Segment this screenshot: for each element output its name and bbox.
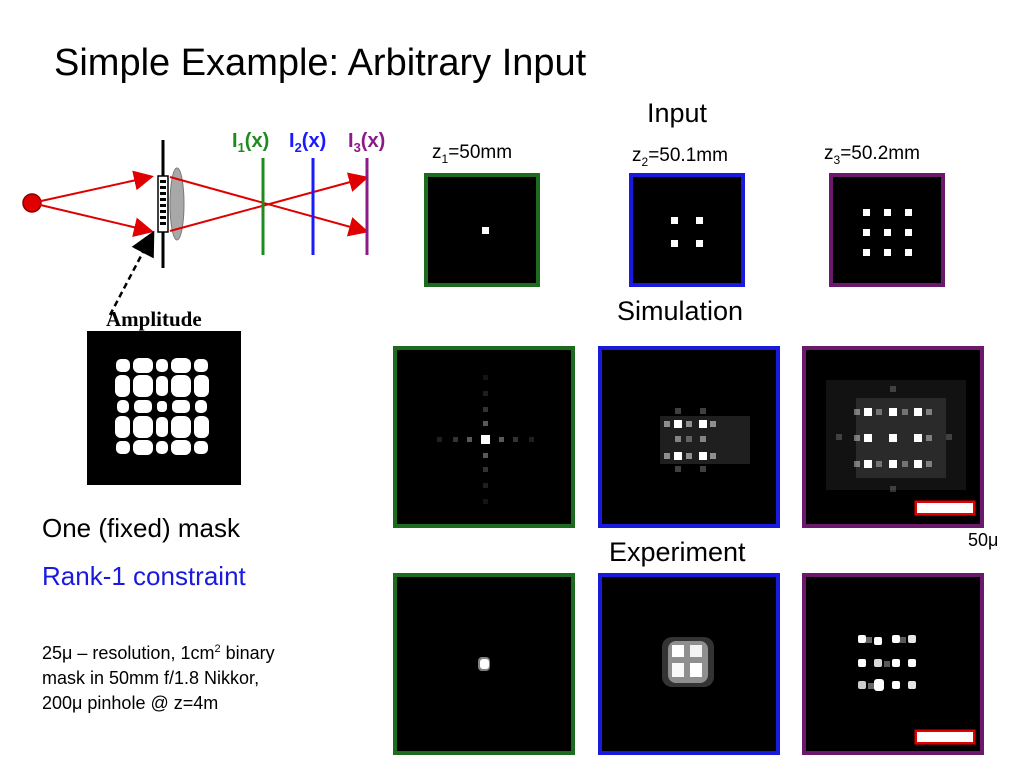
experiment-panel-z3: [802, 573, 984, 755]
ray-lower-in: [31, 202, 154, 238]
fixed-mask-text: One (fixed) mask: [42, 513, 240, 543]
slide-title: Simple Example: Arbitrary Input: [54, 42, 587, 84]
simulation-panel-z1: [393, 346, 575, 528]
label-i3: I3(x): [348, 130, 386, 155]
amplitude-mask-svg: [115, 358, 209, 455]
experiment-heading: Experiment: [609, 537, 746, 567]
input-panel-z1: [424, 173, 540, 287]
amplitude-mask-image: [87, 331, 241, 485]
optical-setup-svg: [22, 140, 369, 316]
ray-upper-in: [31, 170, 154, 204]
notes-line-2: mask in 50mm f/1.8 Nikkor,: [42, 668, 260, 688]
experiment-image-z2: [662, 637, 714, 687]
simulation-panel-z3: [802, 346, 984, 528]
notes-line-1: 25μ – resolution, 1cm2 binary: [42, 643, 275, 663]
mask-pointer-arrow: [108, 230, 155, 316]
experiment-panel-z2: [598, 573, 780, 755]
simulation-image-z2: [660, 408, 750, 472]
z1-label: z1=50mm: [432, 142, 513, 166]
input-heading: Input: [647, 98, 708, 128]
label-i2: I2(x): [289, 130, 327, 155]
notes-line-3: 200μ pinhole @ z=4m: [42, 693, 219, 713]
experiment-image-z1: [478, 657, 490, 671]
mask-stripes: [160, 180, 166, 225]
ray-lower-out: [169, 172, 369, 232]
experiment-image-z3: [858, 635, 976, 745]
z2-label: z2=50.1mm: [632, 145, 728, 169]
amplitude-label: Amplitude: [106, 307, 202, 331]
simulation-heading: Simulation: [617, 296, 744, 326]
simulation-image-z1: [437, 375, 534, 504]
optical-setup-diagram: [15, 130, 415, 330]
input-panel-z2: [629, 173, 745, 287]
input-pattern-z1: [482, 227, 489, 234]
lens: [169, 167, 185, 241]
z3-label: z3=50.2mm: [824, 143, 920, 167]
input-panel-z3: [829, 173, 945, 287]
experiment-panel-z1: [393, 573, 575, 755]
label-i1: I1(x): [232, 130, 270, 155]
scale-bar-label: 50μ: [968, 530, 999, 550]
rank-constraint-text: Rank-1 constraint: [42, 561, 246, 591]
setup-notes: 25μ – resolution, 1cm2 binary mask in 50…: [42, 637, 275, 716]
input-pattern-z3: [863, 209, 912, 256]
sim-scale-bar: [914, 500, 976, 516]
input-pattern-z2: [671, 217, 703, 247]
exp-scale-bar: [914, 729, 976, 745]
simulation-image-z3: [826, 380, 976, 516]
simulation-panel-z2: [598, 346, 780, 528]
